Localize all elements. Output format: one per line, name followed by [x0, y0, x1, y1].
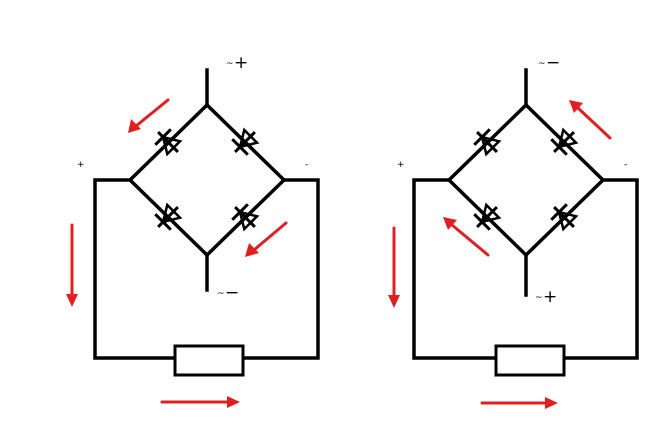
- right-dc-minus-label: -: [624, 160, 627, 170]
- right-arrow-right: [480, 397, 558, 409]
- left-resistor: [173, 344, 245, 377]
- right-dc-plus-label: +: [397, 160, 405, 170]
- right-bridge-diamond: [446, 102, 606, 258]
- left-top-tilde-label: ~: [226, 59, 234, 69]
- right-bottom-sign-label: +: [543, 287, 557, 307]
- right-dc-loop: [412, 178, 639, 360]
- right-circuit: ~ − ~ + + -: [388, 53, 639, 409]
- left-arrow-down: [66, 223, 78, 307]
- left-top-sign-label: +: [234, 53, 248, 73]
- right-bottom-tilde-label: ~: [535, 293, 543, 303]
- left-arrow-top: [128, 98, 170, 133]
- right-top-sign-label: −: [546, 53, 560, 73]
- left-dc-minus-label: -: [305, 160, 308, 170]
- left-dc-plus-label: +: [77, 160, 85, 170]
- right-arrow-top: [569, 100, 612, 140]
- left-arrow-right: [160, 396, 240, 408]
- left-circuit: ~ + ~ − + -: [66, 53, 320, 408]
- left-dc-loop: [93, 178, 320, 360]
- right-arrow-bottom-left: [443, 217, 490, 257]
- right-arrow-down: [388, 226, 400, 308]
- left-bottom-tilde-label: ~: [217, 289, 225, 299]
- right-resistor: [494, 344, 566, 377]
- right-top-tilde-label: ~: [538, 59, 546, 69]
- left-bridge-diamond: [127, 102, 287, 258]
- left-bottom-sign-label: −: [225, 283, 239, 303]
- left-arrow-bottom-right: [245, 221, 288, 257]
